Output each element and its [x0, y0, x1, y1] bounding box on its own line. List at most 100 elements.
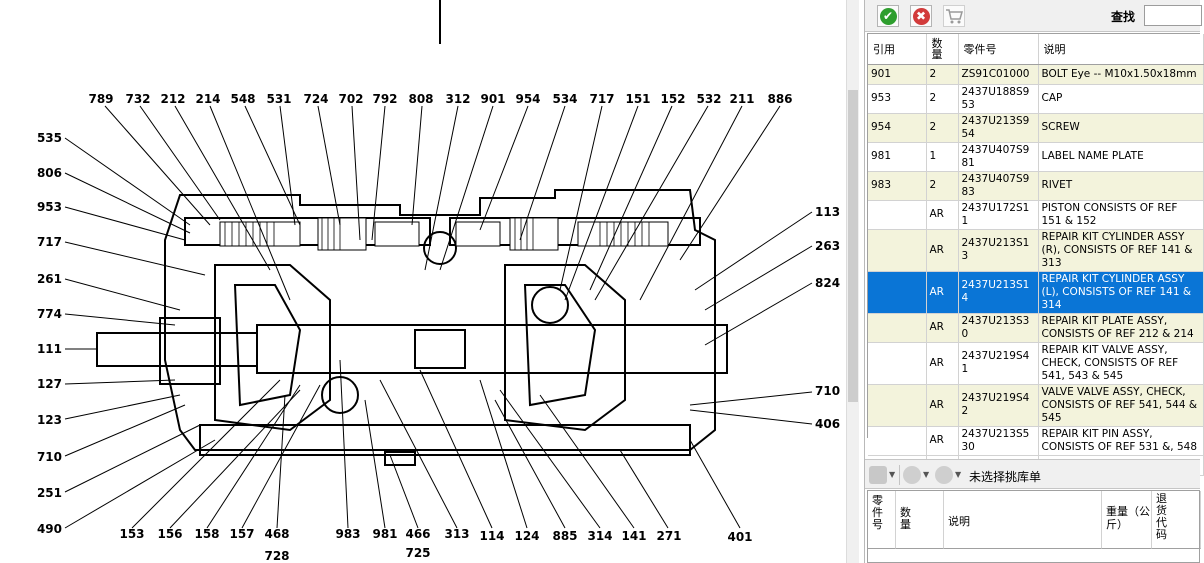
pick-list-selector[interactable]: 未选择挑库单	[969, 470, 1042, 484]
callout-label[interactable]: 725	[405, 546, 430, 560]
callout-label[interactable]: 789	[88, 92, 113, 106]
cell-qty: 2	[926, 113, 959, 143]
callout-label[interactable]: 314	[587, 529, 612, 543]
cell-description: REPAIR KIT PIN ASSY, CONSISTS OF REF 531…	[1038, 426, 1204, 456]
cell-qty: AR	[926, 229, 959, 272]
callouts-top: 789 732 212 214 548 531 724 702 792 808 312 901 954 5…	[88, 92, 792, 106]
callout-label[interactable]: 532	[696, 92, 721, 106]
cancel-button[interactable]: ✖	[910, 5, 932, 27]
col-header-qty-label: 数量	[931, 36, 943, 61]
col-header-description[interactable]: 说明	[1038, 34, 1204, 65]
pick-col-description[interactable]: 说明	[944, 491, 1102, 549]
col-header-qty[interactable]: 数量	[926, 34, 959, 65]
callout-label[interactable]: 953	[37, 200, 62, 214]
callout-label[interactable]: 886	[767, 92, 792, 106]
callout-label[interactable]: 152	[660, 92, 685, 106]
callout-label[interactable]: 211	[729, 92, 754, 106]
callout-label[interactable]: 212	[160, 92, 185, 106]
pick-col-part-no[interactable]: 零件号	[868, 491, 896, 549]
callout-label[interactable]: 535	[37, 131, 62, 145]
callout-label[interactable]: 113	[815, 205, 840, 219]
callout-label[interactable]: 548	[230, 92, 255, 106]
pick-col-description-label: 说明	[948, 515, 970, 528]
callout-label[interactable]: 717	[37, 235, 62, 249]
callout-label[interactable]: 490	[37, 522, 62, 536]
pick-col-return-code[interactable]: 退货代码	[1152, 491, 1201, 549]
callouts-left: 535 806 953 717 261 774 111 127 123 710 251 490	[37, 131, 62, 536]
callout-label[interactable]: 158	[194, 527, 219, 541]
callout-label[interactable]: 263	[815, 239, 840, 253]
diagram-scrollbar[interactable]	[846, 0, 859, 563]
callout-label[interactable]: 468	[264, 527, 289, 541]
callout-label[interactable]: 534	[552, 92, 577, 106]
add-icon[interactable]	[935, 466, 953, 484]
callout-label[interactable]: 127	[37, 377, 62, 391]
refresh-icon[interactable]	[903, 466, 921, 484]
cell-description: VALVE VALVE ASSY, CHECK, CONSISTS OF REF…	[1038, 384, 1204, 427]
callout-label[interactable]: 710	[37, 450, 62, 464]
col-header-part-no[interactable]: 零件号	[958, 34, 1039, 65]
callout-label[interactable]: 808	[408, 92, 433, 106]
pick-col-qty-label: 数量	[900, 506, 911, 531]
callout-label[interactable]: 153	[119, 527, 144, 541]
callout-label[interactable]: 728	[264, 549, 289, 563]
callout-label[interactable]: 824	[815, 276, 840, 290]
callout-label[interactable]: 111	[37, 342, 62, 356]
add-dropdown-icon[interactable]: ▼	[955, 470, 962, 479]
callout-label[interactable]: 401	[727, 530, 752, 544]
col-header-ref[interactable]: 引用	[868, 34, 927, 65]
callout-label[interactable]: 724	[303, 92, 328, 106]
callout-label[interactable]: 124	[514, 529, 539, 543]
callout-label[interactable]: 251	[37, 486, 62, 500]
scrollbar-thumb[interactable]	[848, 90, 858, 402]
callout-label[interactable]: 157	[229, 527, 254, 541]
callout-label[interactable]: 531	[266, 92, 291, 106]
callout-label[interactable]: 214	[195, 92, 220, 106]
callout-label[interactable]: 123	[37, 413, 62, 427]
callout-label[interactable]: 792	[372, 92, 397, 106]
pick-list-table: 零件号 数量 说明 重量（公斤） 退货代码	[867, 490, 1201, 563]
callout-label[interactable]: 732	[125, 92, 150, 106]
callout-label[interactable]: 141	[621, 529, 646, 543]
callout-label[interactable]: 710	[815, 384, 840, 398]
search-input[interactable]	[1144, 5, 1202, 26]
callout-label[interactable]: 406	[815, 417, 840, 431]
pick-col-weight[interactable]: 重量（公斤）	[1102, 491, 1152, 549]
callout-label[interactable]: 114	[479, 529, 504, 543]
refresh-dropdown-icon[interactable]: ▼	[923, 470, 930, 479]
callout-label[interactable]: 717	[589, 92, 614, 106]
callout-label[interactable]: 885	[552, 529, 577, 543]
confirm-button[interactable]: ✔	[877, 5, 899, 27]
callout-label[interactable]: 774	[37, 307, 62, 321]
callout-label[interactable]: 313	[444, 527, 469, 541]
callout-label[interactable]: 312	[445, 92, 470, 106]
callout-label[interactable]: 156	[157, 527, 182, 541]
callout-label[interactable]: 151	[625, 92, 650, 106]
add-to-cart-button[interactable]	[943, 5, 965, 27]
pick-list-icon[interactable]	[869, 466, 887, 484]
pick-col-qty[interactable]: 数量	[896, 491, 944, 549]
callout-label[interactable]: 901	[480, 92, 505, 106]
callout-label[interactable]: 981	[372, 527, 397, 541]
pick-list-dropdown-icon[interactable]: ▼	[889, 470, 896, 479]
parts-diagram[interactable]: 789 732 212 214 548 531 724 702 792 808 312 901 954 5…	[0, 0, 846, 563]
callout-label[interactable]: 466	[405, 527, 430, 541]
callout-label[interactable]: 954	[515, 92, 540, 106]
callout-label[interactable]: 702	[338, 92, 363, 106]
callout-label[interactable]: 271	[656, 529, 681, 543]
callout-label[interactable]: 983	[335, 527, 360, 541]
callout-label[interactable]: 261	[37, 272, 62, 286]
callout-label[interactable]: 806	[37, 166, 62, 180]
